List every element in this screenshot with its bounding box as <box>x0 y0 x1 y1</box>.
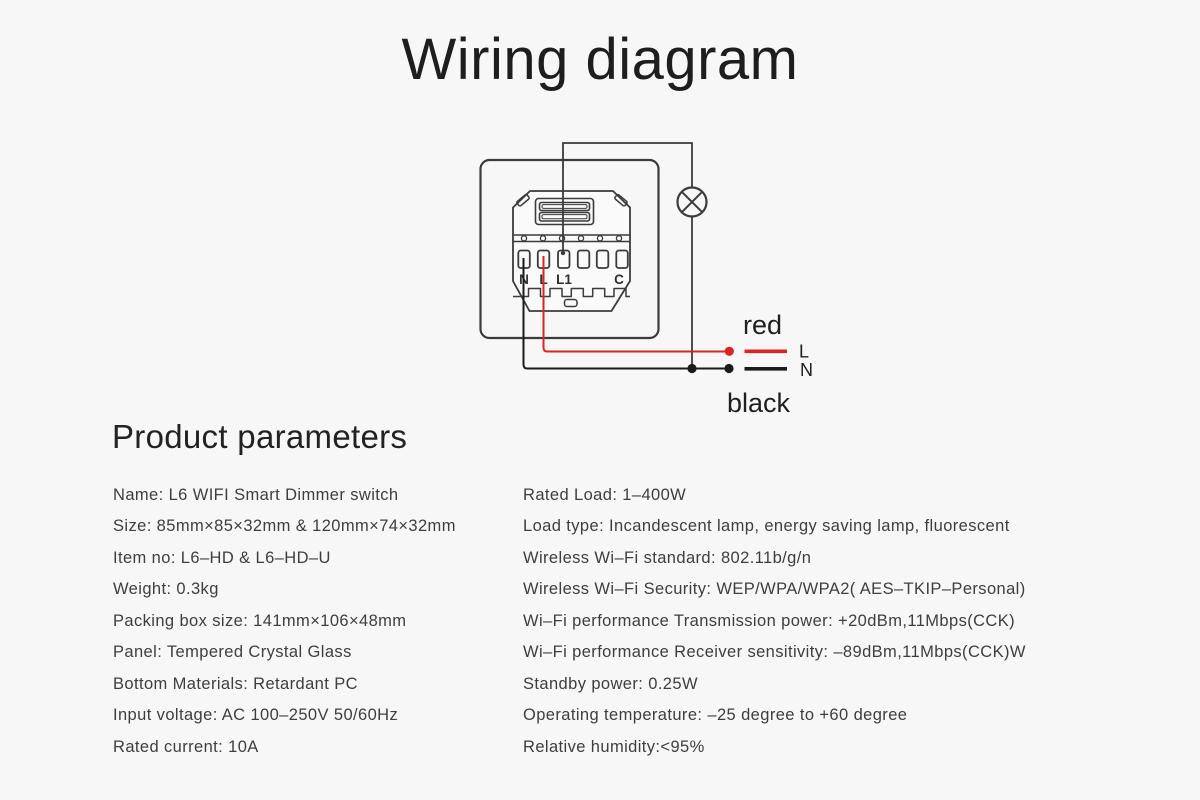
label-red: red <box>743 310 782 340</box>
section-heading: Product parameters <box>112 418 408 455</box>
label-live: L <box>799 342 809 362</box>
spec-line: Wireless Wi–Fi Security: WEP/WPA/WPA2( A… <box>523 580 1026 599</box>
mount-tab-right <box>614 193 628 207</box>
spec-column-left: Name: L6 WIFI Smart Dimmer switch Size: … <box>113 480 513 763</box>
wire-tip <box>560 250 566 256</box>
spec-line: Standby power: 0.25W <box>523 674 698 693</box>
junction-dot <box>687 363 697 374</box>
red-wire <box>542 256 726 353</box>
spec-line: Input voltage: AC 100–250V 50/60Hz <box>113 706 399 725</box>
spec-line: Weight: 0.3kg <box>113 580 219 599</box>
spec-line: Rated current: 10A <box>113 737 259 756</box>
spec-line: Packing box size: 141mm×106×48mm <box>113 611 407 630</box>
neutral-end-dot <box>724 363 734 374</box>
black-wire <box>522 258 729 370</box>
terminal-label-c: C <box>614 272 624 287</box>
spec-line: Item no: L6–HD & L6–HD–U <box>113 548 331 567</box>
spec-column-right: Rated Load: 1–400W Load type: Incandesce… <box>523 480 1143 763</box>
spec-line: Wi–Fi performance Receiver sensitivity: … <box>523 643 1026 662</box>
vent-slots <box>534 197 595 226</box>
label-neutral: N <box>800 360 813 380</box>
spec-line: Rated Load: 1–400W <box>523 486 687 504</box>
live-end-dot <box>724 346 734 356</box>
spec-line: Bottom Materials: Retardant PC <box>113 674 358 693</box>
spec-line: Wi–Fi performance Transmission power: +2… <box>523 611 1016 630</box>
spec-line: Size: 85mm×85×32mm & 120mm×74×32mm <box>113 517 456 536</box>
lamp-icon <box>676 186 708 218</box>
spec-line: Panel: Tempered Crystal Glass <box>113 643 352 662</box>
bottom-clip <box>563 298 578 308</box>
mount-tab-left <box>516 193 530 207</box>
spec-line: Operating temperature: –25 degree to +60… <box>523 706 908 725</box>
spec-line: Load type: Incandescent lamp, energy sav… <box>523 517 1010 536</box>
terminal-label-l1: L1 <box>556 272 572 287</box>
castellation <box>513 287 630 298</box>
spec-line: Relative humidity:<95% <box>523 737 705 756</box>
page-title: Wiring diagram <box>401 27 799 92</box>
spec-line: Wireless Wi–Fi standard: 802.11b/g/n <box>523 548 812 567</box>
faceplate-outline <box>479 158 660 340</box>
label-black: black <box>727 388 791 418</box>
spec-line: Name: L6 WIFI Smart Dimmer switch <box>113 486 399 504</box>
screw-band <box>513 234 630 243</box>
lamp-circuit-wires <box>562 142 693 366</box>
